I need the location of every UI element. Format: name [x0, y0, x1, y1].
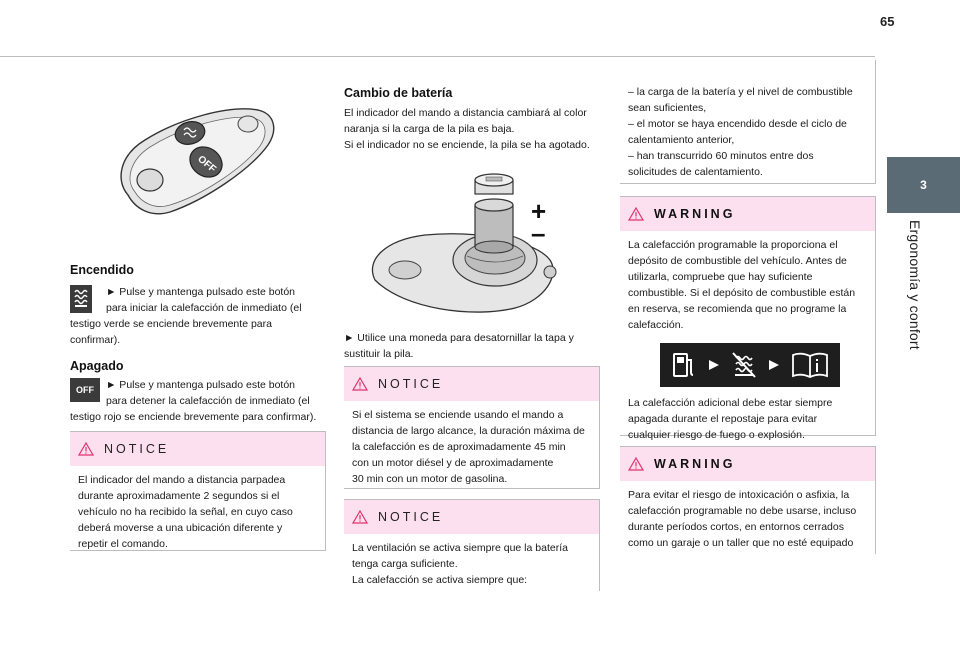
- encendido-line3: testigo verde se enciende brevemente par…: [70, 318, 272, 330]
- warning-triangle-icon: [628, 457, 644, 471]
- condition-line: – el motor se haya encendido desde el ci…: [628, 118, 847, 130]
- warning-triangle-icon: [352, 377, 368, 391]
- notice-header-2: NOTICE: [344, 367, 599, 401]
- off-icon-label: OFF: [76, 385, 94, 395]
- notice2-line: Si el sistema se enciende usando el mand…: [352, 409, 564, 421]
- remote-control-illustration: OFF: [120, 108, 275, 215]
- condition-line: sean suficientes,: [628, 102, 707, 114]
- encendido-line2: para iniciar la calefacción de inmediato…: [106, 302, 302, 314]
- top-rule: [0, 56, 875, 57]
- refuel-symbols-strip: [660, 343, 840, 387]
- warning1-line: combustible. Si el depósito de combustib…: [628, 287, 856, 299]
- heat-on-button-icon: [70, 285, 92, 313]
- condition-line: calentamiento anterior,: [628, 134, 735, 146]
- condition-line: solicitudes de calentamiento.: [628, 166, 763, 178]
- warning2-line: durante períodos cortos, en entornos cer…: [628, 521, 844, 533]
- apagado-line3: testigo rojo se enciende brevemente para…: [70, 411, 317, 423]
- plus-sign: +: [531, 196, 546, 226]
- warning-box-2: WARNING Para evitar el riesgo de intoxic…: [620, 446, 876, 554]
- apagado-line1: ► Pulse y mantenga pulsado este botón: [106, 379, 296, 391]
- apagado-line2: para detener la calefacción de inmediato…: [106, 395, 310, 407]
- warning-triangle-icon: [352, 510, 368, 524]
- arrow-right-icon: [708, 360, 719, 370]
- condition-line: – han transcurrido 60 minutos entre dos: [628, 150, 814, 162]
- warning1-after-line: apagada durante el repostaje para evitar: [628, 413, 818, 425]
- fuel-pump-icon: [673, 353, 694, 377]
- notice1-line: durante aproximadamente 2 segundos si el: [78, 490, 280, 502]
- notice-box-1: NOTICE El indicador del mando a distanci…: [70, 431, 326, 551]
- notice1-line: repetir el comando.: [78, 538, 168, 550]
- encendido-line1: ► Pulse y mantenga pulsado este botón: [106, 286, 296, 298]
- conditions-box: – la carga de la batería y el nivel de c…: [620, 60, 876, 184]
- notice1-line: vehículo no ha recibido la señal, en cuy…: [78, 506, 293, 518]
- chapter-title: Ergonomía y confort: [907, 220, 923, 350]
- warning1-line: La calefacción programable la proporcion…: [628, 239, 838, 251]
- battery-replacement-illustration: + –: [371, 173, 557, 313]
- battery-instruction-line2: sustituir la pila.: [344, 348, 414, 360]
- notice2-line: 30 min con un motor de gasolina.: [352, 473, 508, 485]
- remote-image: OFF: [110, 100, 280, 230]
- warning1-line: calefacción.: [628, 319, 684, 331]
- warning-header-2: WARNING: [620, 447, 875, 481]
- condition-line: – la carga de la batería y el nivel de c…: [628, 86, 853, 98]
- battery-image: + –: [365, 160, 565, 320]
- minus-sign: –: [531, 218, 545, 248]
- warning1-after-line: cualquier riesgo de fuego o explosión.: [628, 429, 805, 441]
- notice3-line: tenga carga suficiente.: [352, 558, 458, 570]
- notice-header-3: NOTICE: [344, 500, 599, 534]
- manual-book-icon: [791, 352, 828, 378]
- encendido-line4: confirmar).: [70, 334, 121, 346]
- warning2-line: Para evitar el riesgo de intoxicación o …: [628, 489, 850, 501]
- apagado-heading: Apagado: [70, 359, 124, 373]
- warning-triangle-icon: [628, 207, 644, 221]
- notice-label-2: NOTICE: [378, 377, 444, 391]
- warning-label-1: WARNING: [654, 207, 736, 221]
- warning1-line: en reserva, se recomienda que no program…: [628, 303, 847, 315]
- battery-line: El indicador del mando a distancia cambi…: [344, 107, 587, 119]
- notice1-line: deberá moverse a una ubicación diferente…: [78, 522, 283, 534]
- warning-header-1: WARNING: [620, 197, 875, 231]
- encendido-heading: Encendido: [70, 263, 134, 277]
- page-number: 65: [880, 14, 895, 29]
- notice1-line: El indicador del mando a distancia parpa…: [78, 474, 286, 486]
- heater-off-icon: [732, 352, 756, 378]
- notice2-line: la calefacción es de aproximadamente 45 …: [352, 441, 566, 453]
- warning-triangle-icon: [78, 442, 94, 456]
- battery-line: naranja si la carga de la pila es baja.: [344, 123, 515, 135]
- notice2-line: con un motor diésel y de aproximadamente: [352, 457, 554, 469]
- notice3-line: La ventilación se activa siempre que la …: [352, 542, 568, 554]
- warning2-line: calefacción programable no debe usarse, …: [628, 505, 857, 517]
- warning-box-1: WARNING La calefacción programable la pr…: [620, 196, 876, 441]
- warning1-after-line: La calefacción adicional debe estar siem…: [628, 397, 833, 409]
- notice3-line: La calefacción se activa siempre que:: [352, 574, 528, 586]
- warning-label-2: WARNING: [654, 457, 736, 471]
- notice-header-1: NOTICE: [70, 432, 325, 466]
- arrow-right-icon: [769, 360, 780, 370]
- off-button-icon: OFF: [70, 378, 100, 402]
- chapter-tab[interactable]: 3: [887, 157, 960, 213]
- warning1-line: depósito de combustible del vehículo. An…: [628, 255, 847, 267]
- battery-line: Si el indicador no se enciende, la pila …: [344, 139, 590, 151]
- notice2-line: distancia de largo alcance, la duración …: [352, 425, 585, 437]
- battery-instruction-line1: ► Utilice una moneda para desatornillar …: [344, 332, 574, 344]
- warning1-line: utilizarla, compruebe que hay suficiente: [628, 271, 813, 283]
- battery-heading: Cambio de batería: [344, 86, 453, 100]
- chapter-number: 3: [920, 178, 927, 192]
- notice-label-3: NOTICE: [378, 510, 444, 524]
- notice-box-2: NOTICE Si el sistema se enciende usando …: [344, 366, 600, 489]
- notice-box-3: NOTICE La ventilación se activa siempre …: [344, 499, 600, 591]
- warning2-line: como un garaje o un taller que no esté e…: [628, 537, 854, 549]
- notice-label-1: NOTICE: [104, 442, 170, 456]
